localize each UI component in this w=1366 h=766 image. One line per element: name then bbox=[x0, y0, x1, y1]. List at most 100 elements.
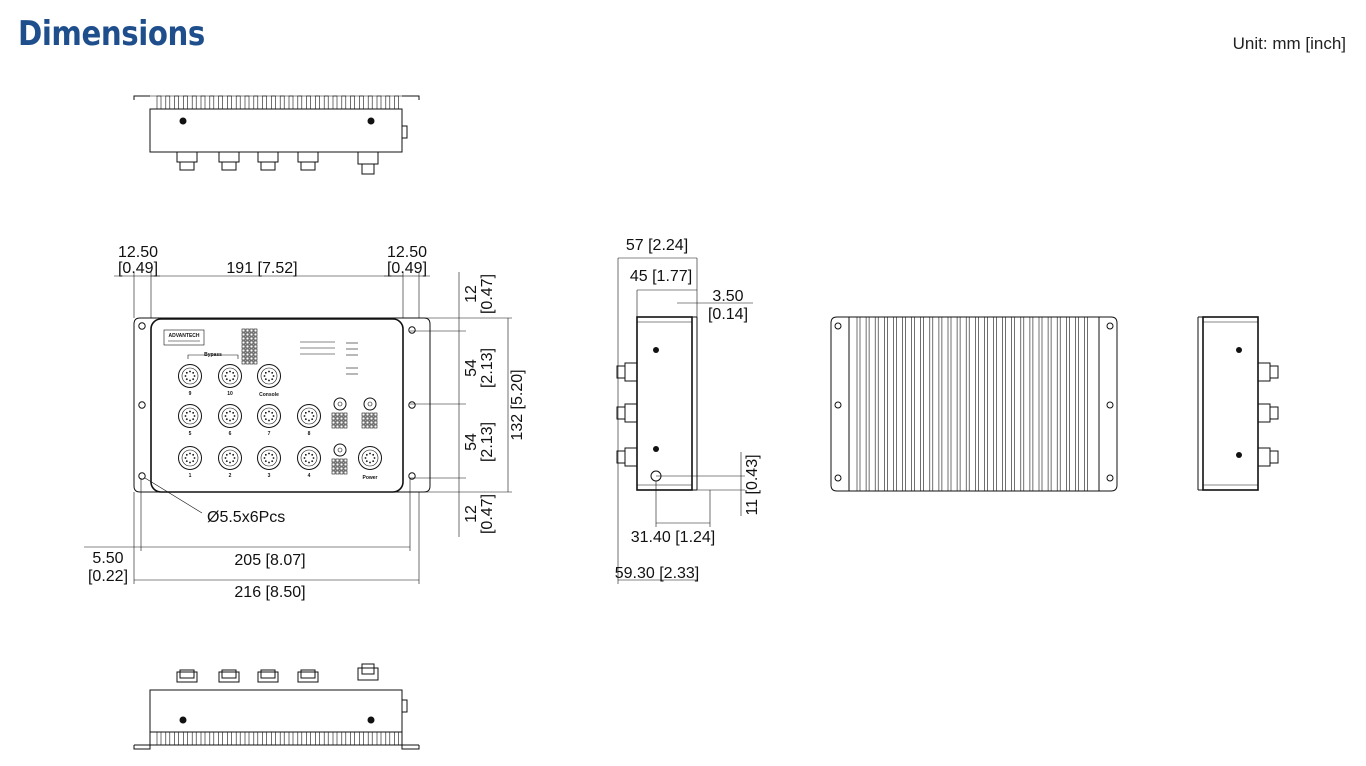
heatsink-fin bbox=[262, 731, 267, 746]
side-connector-nut bbox=[1257, 362, 1271, 382]
port-pin bbox=[272, 415, 275, 417]
port-pin bbox=[192, 411, 195, 414]
port-pin bbox=[185, 418, 188, 421]
rear-mounting-hole bbox=[1106, 322, 1114, 330]
port-pin bbox=[224, 457, 227, 459]
port-pin bbox=[308, 461, 310, 464]
port-pin bbox=[225, 378, 228, 381]
m12-port-inner bbox=[181, 449, 199, 467]
dip-cell bbox=[339, 412, 344, 417]
status-cell bbox=[245, 336, 250, 341]
port-pin bbox=[233, 457, 236, 459]
dip-cell bbox=[335, 458, 340, 463]
status-cell bbox=[245, 356, 250, 361]
m12-port-inner bbox=[300, 407, 318, 425]
port-pin bbox=[225, 418, 228, 421]
m12-port bbox=[257, 446, 281, 470]
status-cell bbox=[253, 356, 258, 361]
status-cell bbox=[253, 328, 258, 333]
panel-bypass-label: Bypass bbox=[204, 352, 222, 358]
heatsink-fin bbox=[165, 731, 171, 746]
heatsink-fin bbox=[359, 95, 364, 110]
status-cell bbox=[241, 344, 246, 349]
heatsink-fin bbox=[200, 95, 206, 110]
power-connector-nut bbox=[357, 151, 379, 165]
dim-right-total: 132 [5.20] bbox=[509, 369, 526, 440]
side-connector-nut bbox=[624, 403, 638, 423]
port-pin bbox=[263, 415, 266, 417]
port-pin bbox=[264, 371, 267, 374]
port-pin bbox=[184, 415, 187, 417]
side-dim-top-1: 57 [2.24] bbox=[626, 237, 688, 254]
connector-plug bbox=[179, 669, 195, 679]
m12-port bbox=[218, 364, 242, 388]
dim-top-right-inch: [0.49] bbox=[387, 260, 427, 277]
port-pin bbox=[304, 418, 307, 421]
fin-flange-right bbox=[401, 732, 420, 750]
side-view-opposite-screw bbox=[1236, 347, 1242, 353]
heatsink-fin bbox=[385, 95, 391, 110]
heatsink-fin bbox=[341, 731, 347, 746]
port-pin bbox=[185, 371, 188, 374]
port-pin bbox=[193, 457, 196, 459]
heatsink-fin bbox=[165, 95, 171, 110]
status-cell bbox=[249, 356, 254, 361]
port-pin bbox=[268, 379, 270, 382]
m12-port bbox=[297, 446, 321, 470]
port-number: 2 bbox=[229, 473, 232, 479]
port-pin bbox=[271, 418, 274, 421]
dip-cell bbox=[361, 412, 366, 417]
dim-right-4-value: 12 bbox=[463, 505, 480, 523]
aux-socket-inner bbox=[337, 401, 343, 407]
port-pin bbox=[304, 453, 307, 456]
top-view-body bbox=[149, 108, 403, 153]
side-connector-plug bbox=[1269, 406, 1279, 420]
port-pin bbox=[185, 460, 188, 463]
m12-port-inner bbox=[361, 449, 379, 467]
m12-port bbox=[358, 446, 382, 470]
port-pin bbox=[189, 461, 191, 464]
connector-plug bbox=[179, 161, 195, 171]
dim-right-3-value: 54 bbox=[463, 433, 480, 451]
dim-top-mid: 191 [7.52] bbox=[226, 260, 297, 277]
port-pin bbox=[303, 457, 306, 459]
port-number: 3 bbox=[268, 473, 271, 479]
m12-port bbox=[178, 446, 202, 470]
rear-mounting-hole bbox=[834, 401, 842, 409]
status-cell bbox=[241, 332, 246, 337]
dip-cell bbox=[373, 424, 378, 429]
heatsink-fin bbox=[341, 95, 347, 110]
heatsink-fin bbox=[279, 95, 285, 110]
dip-cell bbox=[343, 466, 348, 471]
rear-mounting-hole bbox=[834, 322, 842, 330]
port-pin bbox=[263, 375, 266, 377]
side-connector-plug bbox=[1269, 365, 1279, 379]
status-cell bbox=[253, 340, 258, 345]
side-connector-plug bbox=[616, 450, 626, 464]
heatsink-fin bbox=[200, 731, 206, 746]
heatsink-fin bbox=[367, 731, 373, 746]
port-number: 10 bbox=[227, 391, 233, 397]
heatsink-fin bbox=[209, 95, 215, 110]
m12-port-inner bbox=[260, 449, 278, 467]
dip-cell bbox=[335, 466, 340, 471]
heatsink-fin bbox=[191, 95, 197, 110]
heatsink-fin bbox=[323, 95, 329, 110]
status-cell bbox=[249, 348, 254, 353]
port-pin bbox=[225, 460, 228, 463]
heatsink-fin bbox=[323, 731, 329, 746]
connector-plug bbox=[260, 161, 276, 171]
dip-cell bbox=[335, 416, 340, 421]
port-pin bbox=[225, 453, 228, 456]
top-view-screw bbox=[367, 117, 375, 125]
status-cell bbox=[249, 340, 254, 345]
port-pin bbox=[364, 457, 367, 459]
status-cell bbox=[253, 360, 258, 365]
heatsink-fin bbox=[350, 731, 355, 746]
status-cell bbox=[241, 336, 246, 341]
port-pin bbox=[373, 457, 376, 459]
dip-cell bbox=[339, 416, 344, 421]
dip-cell bbox=[343, 462, 348, 467]
heatsink-fin bbox=[297, 95, 303, 110]
